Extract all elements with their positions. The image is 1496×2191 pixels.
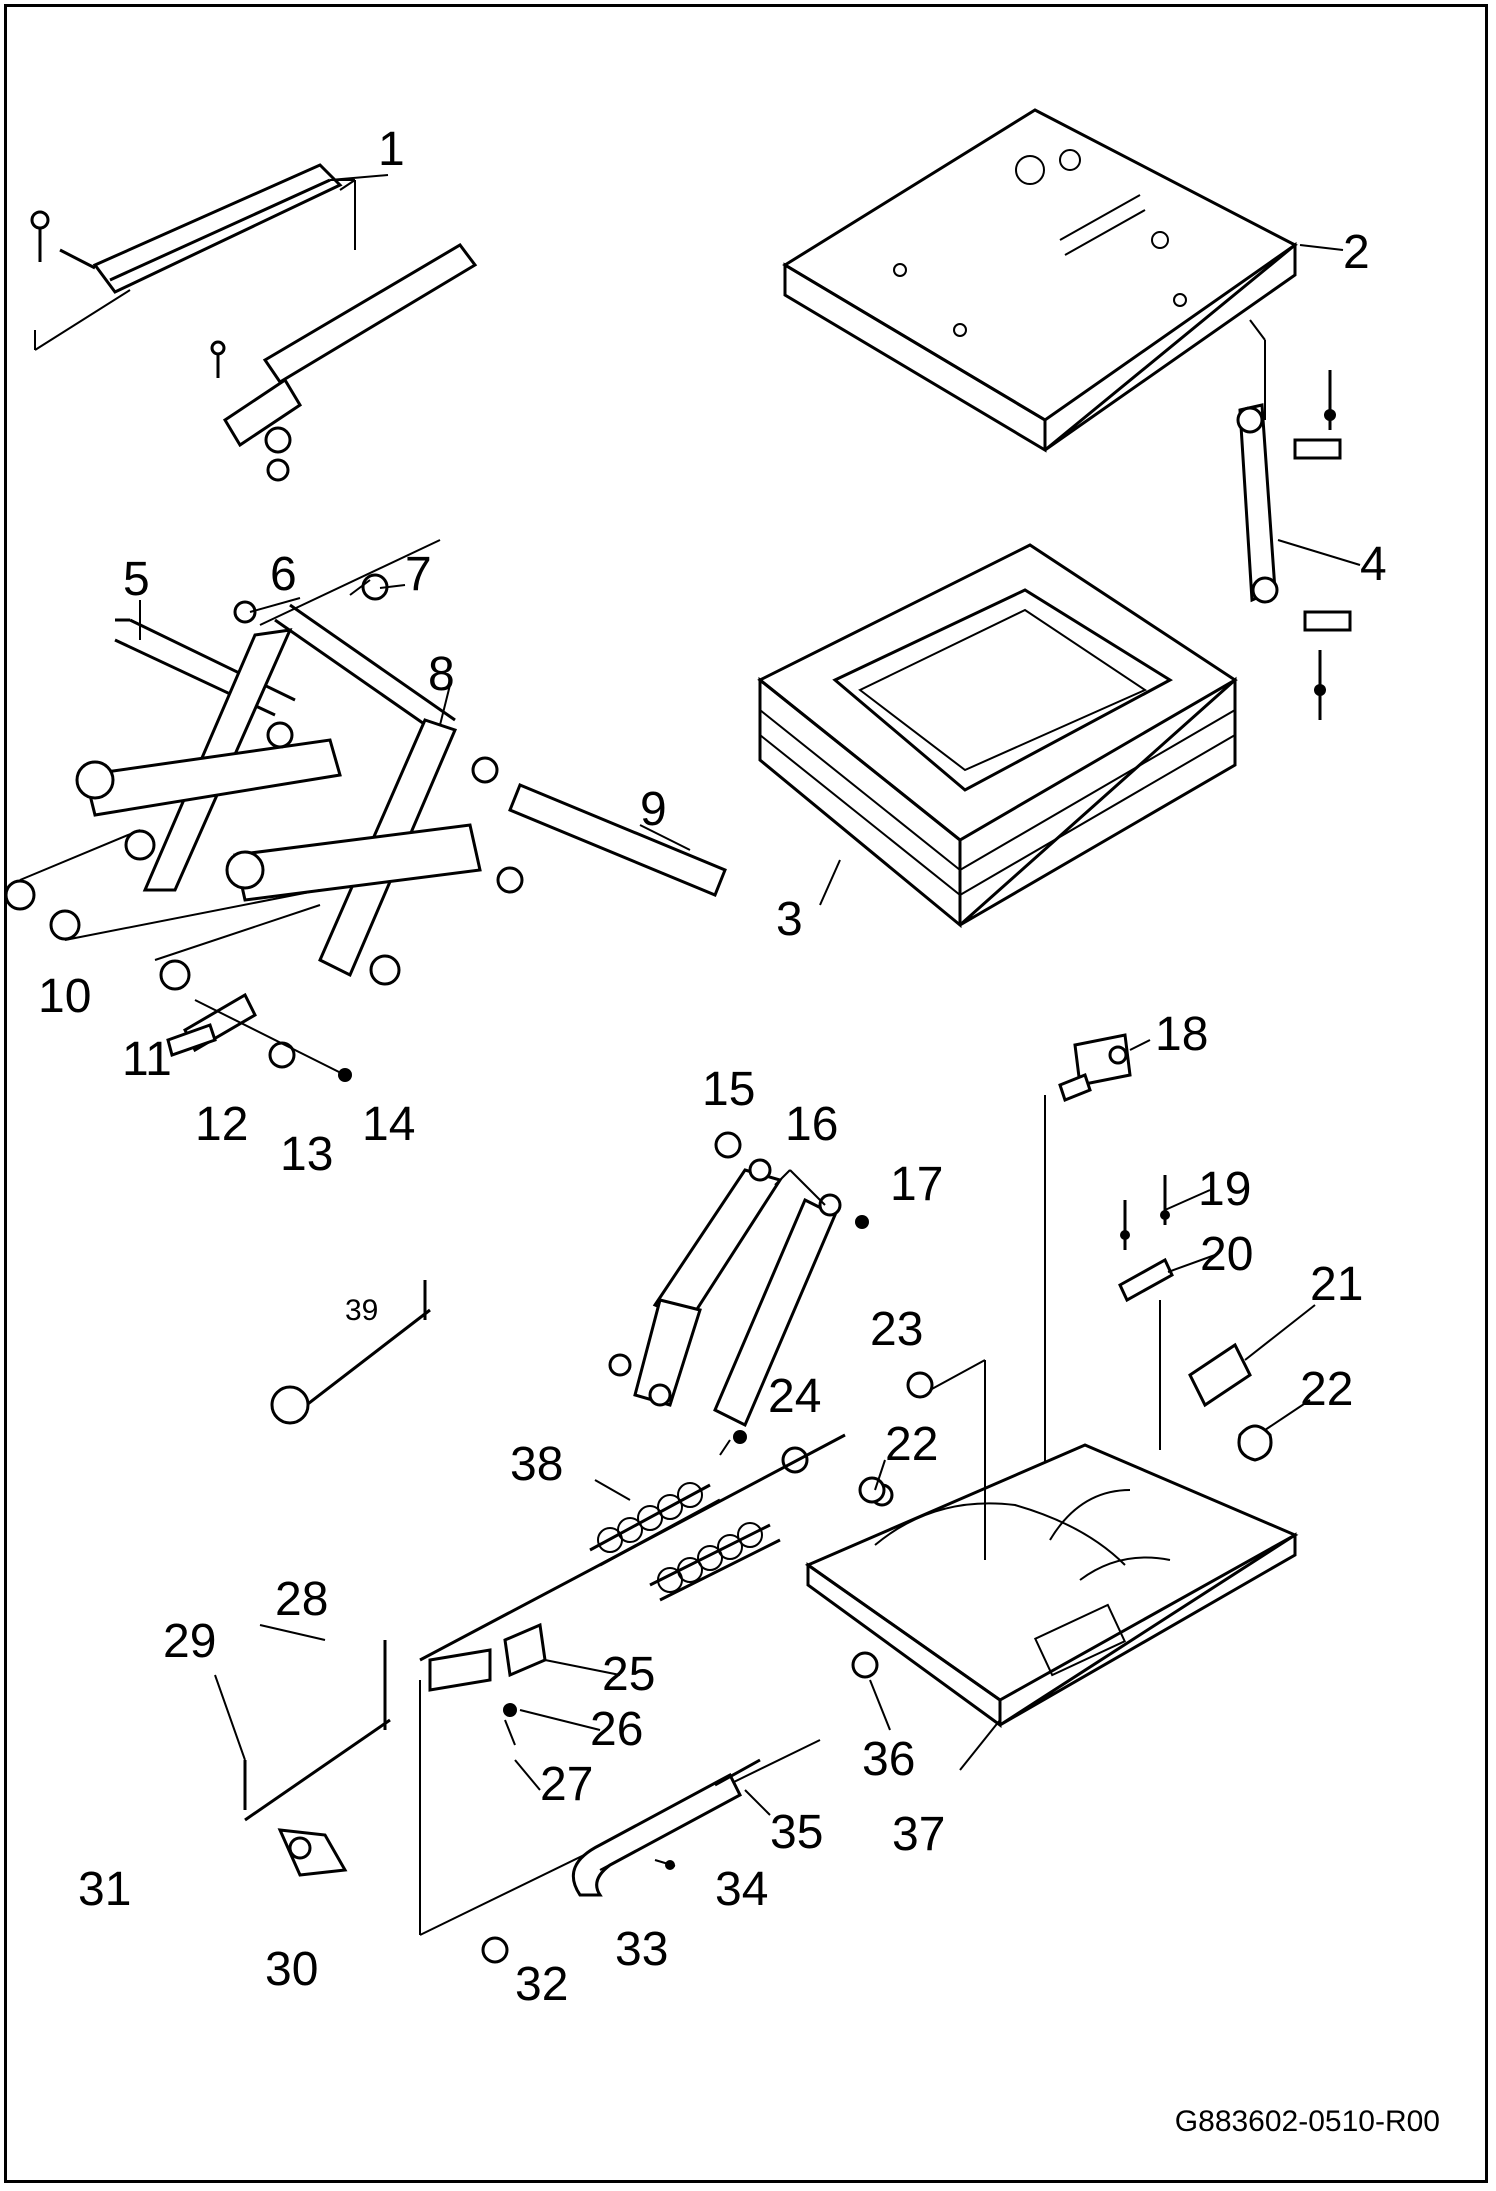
label-8: 8 bbox=[428, 648, 455, 701]
label-37: 37 bbox=[892, 1808, 945, 1861]
controls-18-22 bbox=[870, 1033, 1273, 1507]
label-7: 7 bbox=[405, 548, 432, 601]
part-4-link-arm bbox=[1236, 370, 1352, 720]
shock-absorbers-15-17 bbox=[608, 1131, 869, 1456]
leader-lines bbox=[139, 174, 1361, 1867]
label-18: 18 bbox=[1155, 1008, 1208, 1061]
label-24: 24 bbox=[768, 1370, 821, 1423]
diagram-frame bbox=[4, 4, 1488, 2183]
label-11: 11 bbox=[122, 1033, 172, 1086]
label-17: 17 bbox=[890, 1158, 943, 1211]
label-16: 16 bbox=[785, 1098, 838, 1151]
label-15: 15 bbox=[702, 1063, 755, 1116]
label-28: 28 bbox=[275, 1573, 328, 1626]
label-10: 10 bbox=[38, 970, 91, 1023]
label-38: 38 bbox=[510, 1438, 563, 1491]
part-labels: 1 2 3 4 5 6 7 8 9 10 11 12 13 14 15 16 1… bbox=[38, 123, 1387, 2011]
label-2: 2 bbox=[1343, 226, 1370, 279]
label-27: 27 bbox=[540, 1758, 593, 1811]
label-19: 19 bbox=[1198, 1163, 1251, 1216]
bracket-11-14 bbox=[159, 959, 352, 1082]
label-13: 13 bbox=[280, 1128, 333, 1181]
label-3: 3 bbox=[776, 893, 803, 946]
label-6: 6 bbox=[270, 548, 297, 601]
label-21: 21 bbox=[1310, 1258, 1363, 1311]
label-14: 14 bbox=[362, 1098, 415, 1151]
label-30: 30 bbox=[265, 1943, 318, 1996]
label-5: 5 bbox=[123, 553, 150, 606]
label-12: 12 bbox=[195, 1098, 248, 1151]
label-23: 23 bbox=[870, 1303, 923, 1356]
label-22-right: 22 bbox=[1300, 1363, 1353, 1416]
label-31: 31 bbox=[78, 1863, 131, 1916]
label-35: 35 bbox=[770, 1806, 823, 1859]
label-36: 36 bbox=[862, 1733, 915, 1786]
part-37-base-plate bbox=[781, 1359, 1299, 1728]
part-1-slide-rails bbox=[30, 163, 478, 482]
drawing-code: G883602-0510-R00 bbox=[1174, 2105, 1440, 2138]
label-34: 34 bbox=[715, 1863, 768, 1916]
label-9: 9 bbox=[640, 783, 667, 836]
label-20: 20 bbox=[1200, 1228, 1253, 1281]
label-26: 26 bbox=[590, 1703, 643, 1756]
label-4: 4 bbox=[1360, 538, 1387, 591]
label-29: 29 bbox=[163, 1615, 216, 1668]
label-25: 25 bbox=[602, 1648, 655, 1701]
label-33: 33 bbox=[615, 1923, 668, 1976]
label-1: 1 bbox=[378, 123, 405, 176]
part-3-cushion-frame bbox=[757, 543, 1238, 929]
part-2-seat-pan bbox=[782, 108, 1298, 453]
label-32: 32 bbox=[515, 1958, 568, 2011]
label-39: 39 bbox=[345, 1294, 378, 1327]
scissor-frame-assembly bbox=[4, 539, 727, 986]
label-22-left: 22 bbox=[885, 1418, 938, 1471]
